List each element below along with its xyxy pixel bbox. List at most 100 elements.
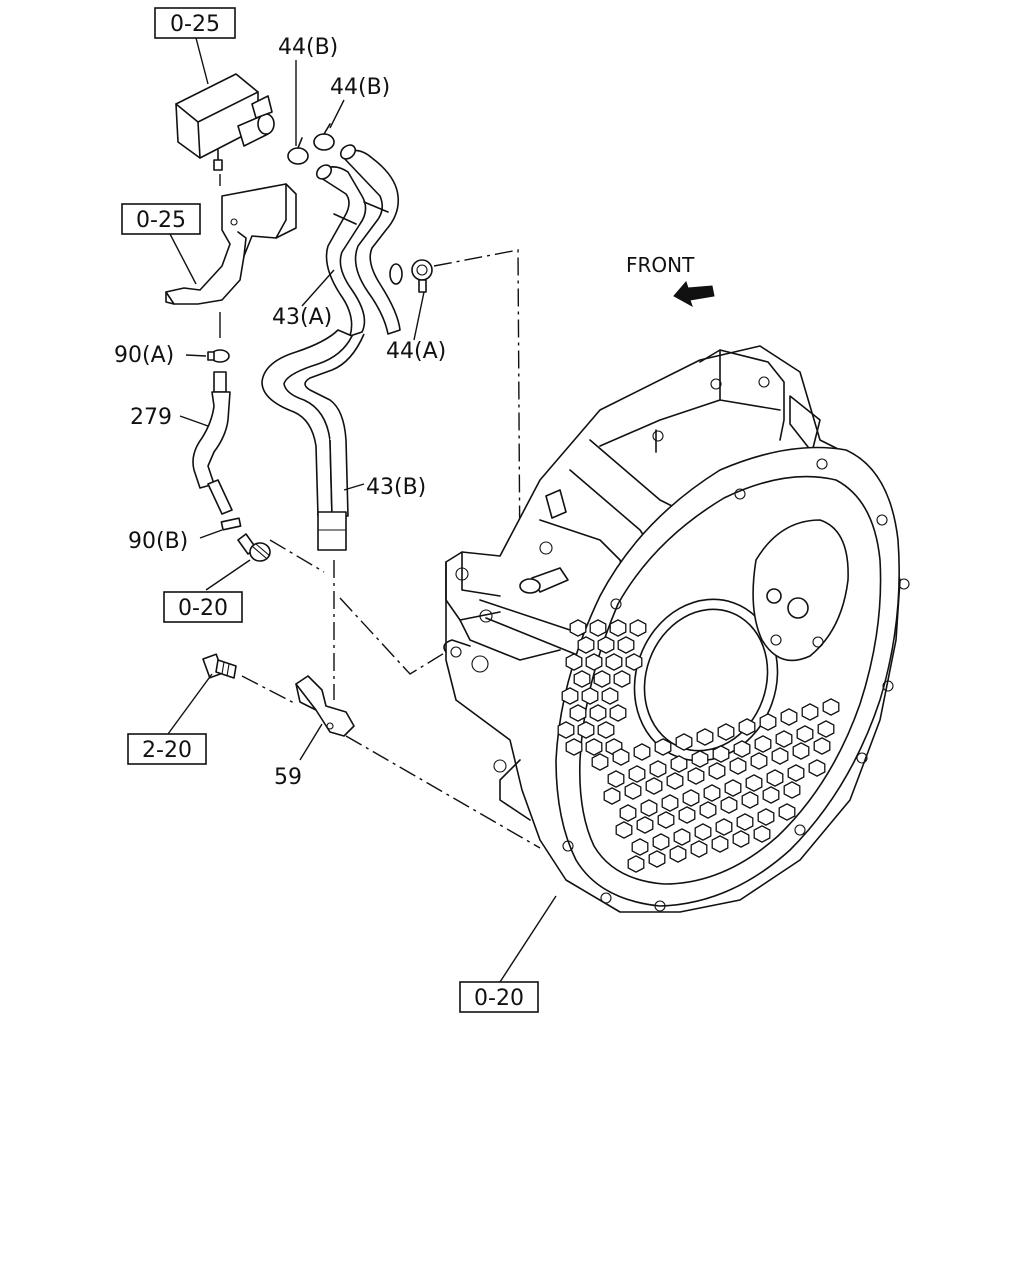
leader-279 (179, 415, 209, 427)
grille-cell (733, 740, 751, 758)
grille-cell (696, 728, 714, 746)
bolt-2-20[interactable] (202, 653, 237, 679)
grille-cell (712, 745, 730, 763)
grille-cell (724, 779, 742, 797)
grille-cell (670, 755, 688, 773)
grille-cell (593, 670, 611, 688)
grille-cell (631, 838, 649, 856)
grille-cell (652, 833, 670, 851)
grille-cell (699, 801, 717, 819)
ref-2-20-label: 2-20 (142, 738, 192, 763)
grille-cell (732, 830, 750, 848)
grille-cell (759, 713, 777, 731)
callout-44a: 44(A) (386, 339, 446, 364)
grille-cell (609, 619, 627, 637)
grille-cell (715, 818, 733, 836)
grille-cell (561, 687, 579, 705)
leader-0-25-top (195, 37, 209, 85)
grille-cell (745, 774, 763, 792)
grille-cell (577, 721, 595, 739)
grille-cell (628, 765, 646, 783)
grille-cell (736, 813, 754, 831)
assembly-lines (241, 249, 541, 849)
grille-cell (738, 718, 756, 736)
grille-cell (771, 747, 789, 765)
grille-cell (585, 653, 603, 671)
grille-cell (636, 816, 654, 834)
grille-cell (694, 823, 712, 841)
hose-43b[interactable] (261, 329, 365, 551)
grille-cell (669, 845, 687, 863)
grille-cell (625, 653, 643, 671)
grille-cell (729, 757, 747, 775)
ref-box-0-25-bracket[interactable]: 0-25 (121, 203, 201, 235)
grille-cell (557, 721, 575, 739)
clamp-90a[interactable] (207, 349, 230, 363)
grille-cell (822, 698, 840, 716)
ref-0-25-top-label: 0-25 (170, 12, 220, 37)
grille-cell (762, 786, 780, 804)
grille-cell (617, 636, 635, 654)
grille-cell (589, 619, 607, 637)
grille-cell (649, 760, 667, 778)
grille-cell (589, 704, 607, 722)
grille-cell (783, 781, 801, 799)
grille-cell (577, 636, 595, 654)
clamp-90b[interactable] (220, 517, 242, 531)
grille-cell (597, 636, 615, 654)
ref-box-2-20[interactable]: 2-20 (127, 733, 207, 765)
housing-grille (557, 619, 840, 873)
ref-0-20-elbow-label: 0-20 (178, 596, 228, 621)
grille-cell (581, 687, 599, 705)
grille-cell (703, 784, 721, 802)
leader-43b (343, 483, 365, 491)
front-label: FRONT (626, 253, 695, 277)
grille-cell (775, 730, 793, 748)
bracket-59[interactable] (295, 675, 355, 737)
grille-cell (629, 619, 647, 637)
grille-cell (591, 753, 609, 771)
ref-box-0-25-top[interactable]: 0-25 (154, 7, 236, 39)
leader-0-20-elbow (205, 559, 251, 591)
front-direction-indicator: FRONT (626, 253, 715, 308)
grille-cell (585, 738, 603, 756)
grille-cell (603, 787, 621, 805)
grille-cell (753, 825, 771, 843)
grille-cell (666, 772, 684, 790)
grille-cell (565, 653, 583, 671)
grille-cell (640, 799, 658, 817)
front-arrow-icon (673, 281, 715, 308)
callout-59: 59 (274, 765, 302, 790)
grille-cell (569, 704, 587, 722)
leader-44b-2 (329, 99, 345, 129)
grille-cell (808, 759, 826, 777)
grille-cell (741, 791, 759, 809)
hose-279[interactable] (192, 371, 233, 515)
callout-43a: 43(A) (272, 305, 332, 330)
grille-cell (813, 737, 831, 755)
clamp-44a[interactable] (411, 259, 433, 293)
grille-cell (661, 794, 679, 812)
grille-cell (717, 723, 735, 741)
grille-cell (648, 850, 666, 868)
elbow-fitting[interactable] (237, 533, 271, 562)
callout-44b-2: 44(B) (330, 75, 390, 100)
ref-box-0-20-housing[interactable]: 0-20 (459, 981, 539, 1013)
leader-44a (413, 291, 425, 341)
hose-43a[interactable] (314, 142, 403, 337)
grille-cell (573, 670, 591, 688)
ref-box-0-20-elbow[interactable]: 0-20 (163, 591, 243, 623)
grille-cell (673, 828, 691, 846)
grille-cell (687, 767, 705, 785)
grille-cell (565, 738, 583, 756)
grille-cell (605, 653, 623, 671)
vacuum-switching-valve[interactable] (175, 73, 275, 171)
mounting-bracket[interactable] (165, 183, 297, 305)
grille-cell (675, 733, 693, 751)
grille-cell (607, 770, 625, 788)
clamp-44b-left[interactable] (287, 137, 309, 165)
clamp-44b-right[interactable] (313, 123, 335, 151)
flywheel-housing[interactable] (443, 345, 910, 913)
leader-2-20 (167, 673, 213, 735)
